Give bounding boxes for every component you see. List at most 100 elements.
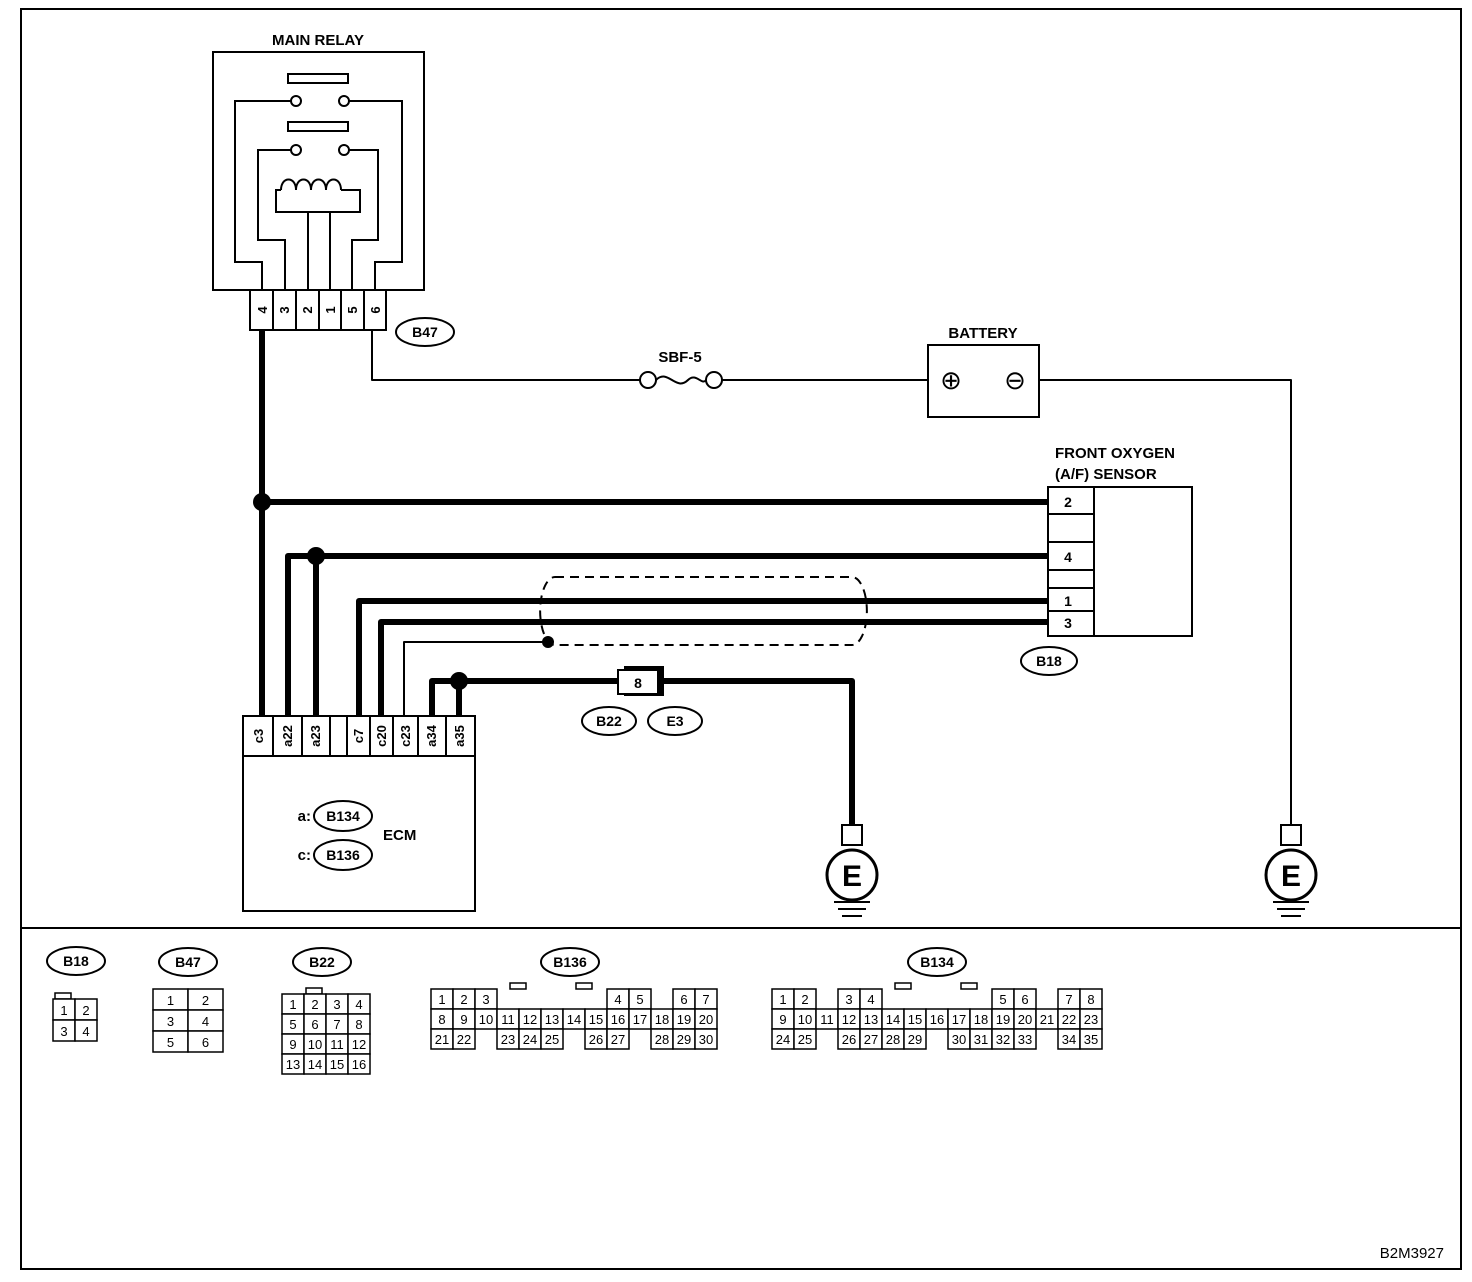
connector-pin-b22: 13 (286, 1057, 300, 1072)
connector-tag-e3 (647, 706, 703, 736)
shield-junction (542, 636, 554, 648)
connector-pin-b134: 28 (886, 1032, 900, 1047)
ecm-conn-tag-b134-label: B134 (326, 808, 360, 824)
harness-wires: 8 B22 E3 (253, 330, 1048, 825)
connector-pin-b136: 17 (633, 1012, 647, 1027)
relay-contact-1 (290, 95, 302, 107)
connector-pin-b47: 1 (167, 993, 174, 1008)
connector-pin-b134: 27 (864, 1032, 878, 1047)
connector-tag-b47-label: B47 (412, 324, 438, 340)
connector-cavity-b136 (606, 1028, 630, 1050)
connector-pin-b136: 13 (545, 1012, 559, 1027)
connector-view-tag-b136 (540, 947, 600, 977)
connector-pin-b136: 28 (655, 1032, 669, 1047)
relay-pin: 4 (255, 306, 270, 314)
sensor-body (1093, 486, 1193, 637)
connector-view-label-b18: B18 (63, 953, 89, 969)
connector-key-b136 (575, 982, 593, 990)
connector-cavity-b134 (903, 1028, 927, 1050)
connector-key-b134 (894, 982, 912, 990)
connector-pin-b134: 17 (952, 1012, 966, 1027)
fuse-element-icon (655, 375, 707, 385)
relay-pin: 1 (323, 306, 338, 313)
sensor-pin: 1 (1064, 593, 1072, 609)
connector-pin-b22: 9 (289, 1037, 296, 1052)
ecm-conn-tag-b136-label: B136 (326, 847, 360, 863)
connector-pin-b134: 26 (842, 1032, 856, 1047)
connector-pin-b134: 6 (1021, 992, 1028, 1007)
connector-pin-b134: 3 (845, 992, 852, 1007)
power-supply: SBF-5 BATTERY ⊕ ⊖ (371, 325, 1292, 825)
connector-pin-b134: 15 (908, 1012, 922, 1027)
connector-tag-b47 (395, 317, 455, 347)
wire-relay-to-fuse (371, 330, 640, 381)
ecm-conn-tag-b136 (313, 839, 373, 871)
connector-view-tag-b134 (907, 947, 967, 977)
connector-cavity-b136 (694, 1028, 718, 1050)
connector-pin-b134: 16 (930, 1012, 944, 1027)
sensor-label-line1: FRONT OXYGEN (1055, 445, 1175, 462)
connector-pin-b134: 20 (1018, 1012, 1032, 1027)
connector-pin-b47: 6 (202, 1035, 209, 1050)
connector-pin-b136: 18 (655, 1012, 669, 1027)
battery-plus-icon: ⊕ (940, 365, 962, 395)
connector-pin-b136: 12 (523, 1012, 537, 1027)
front-oxygen-sensor: FRONT OXYGEN (A/F) SENSOR 2 4 1 3 B18 (1020, 445, 1193, 676)
connector-pin-b136: 9 (460, 1012, 467, 1027)
wire-battery-to-ground (1039, 379, 1292, 825)
main-relay-body (212, 51, 425, 291)
ecm-pin: a23 (308, 725, 323, 747)
connector-pin-b136: 24 (523, 1032, 537, 1047)
main-relay-title: MAIN RELAY (272, 32, 364, 49)
connector-pin-b18: 1 (60, 1003, 67, 1018)
outer-frame (20, 8, 1462, 1270)
connector-cavity-b136 (452, 1028, 476, 1050)
connector-cavity-b134 (1079, 1028, 1103, 1050)
connector-pin-b134: 35 (1084, 1032, 1098, 1047)
relay-wire-6 (349, 100, 403, 290)
connector-pin-b136: 5 (636, 992, 643, 1007)
connector-cavity-b47 (187, 1030, 224, 1053)
connector-pin-b22: 12 (352, 1037, 366, 1052)
relay-pin: 2 (300, 306, 315, 313)
connector-pin-b136: 29 (677, 1032, 691, 1047)
fuse-terminal-right (705, 371, 723, 389)
ecm: c3 a22 a23 c7 c20 c23 a34 a35 a: B134 c:… (242, 715, 476, 912)
connector-cavity-b134 (1013, 1028, 1037, 1050)
connector-pin-b22: 1 (289, 997, 296, 1012)
connector-key-b18 (54, 992, 72, 1000)
connector-pin-b134: 21 (1040, 1012, 1054, 1027)
connector-pin-b136: 16 (611, 1012, 625, 1027)
connector-key-b22 (305, 987, 323, 995)
connector-pin-b134: 24 (776, 1032, 790, 1047)
connector-pin-b134: 13 (864, 1012, 878, 1027)
connector-key-b136 (509, 982, 527, 990)
connector-pin-b18: 4 (82, 1024, 89, 1039)
connector-pin-b134: 31 (974, 1032, 988, 1047)
connector-view-label-b136: B136 (553, 954, 587, 970)
ground-2: E (1264, 824, 1318, 917)
connector-pin-b136: 30 (699, 1032, 713, 1047)
relay-pin: 3 (277, 306, 292, 313)
sensor-pin: 2 (1064, 494, 1072, 510)
sensor-pin: 4 (1064, 549, 1072, 565)
connector-tag-b18-label: B18 (1036, 653, 1062, 669)
joint-connector (617, 669, 659, 695)
connector-pin-b134: 14 (886, 1012, 900, 1027)
connector-pin-b136: 10 (479, 1012, 493, 1027)
connector-pin-b136: 22 (457, 1032, 471, 1047)
wire-junction (450, 672, 468, 690)
connector-pin-b134: 29 (908, 1032, 922, 1047)
main-relay: MAIN RELAY 4 3 2 1 5 6 B47 (212, 32, 455, 347)
connector-pin-b134: 9 (779, 1012, 786, 1027)
connector-view-label-b47: B47 (175, 954, 201, 970)
ground-symbol: E (842, 860, 862, 893)
connector-pin-b22: 5 (289, 1017, 296, 1032)
connector-pin-b134: 12 (842, 1012, 856, 1027)
connector-pin-b136: 4 (614, 992, 621, 1007)
relay-coil-wire (275, 189, 361, 290)
connector-view-tag-b18 (46, 946, 106, 976)
connector-pin-b134: 34 (1062, 1032, 1076, 1047)
connector-pin-b134: 25 (798, 1032, 812, 1047)
connector-pin-b22: 7 (333, 1017, 340, 1032)
